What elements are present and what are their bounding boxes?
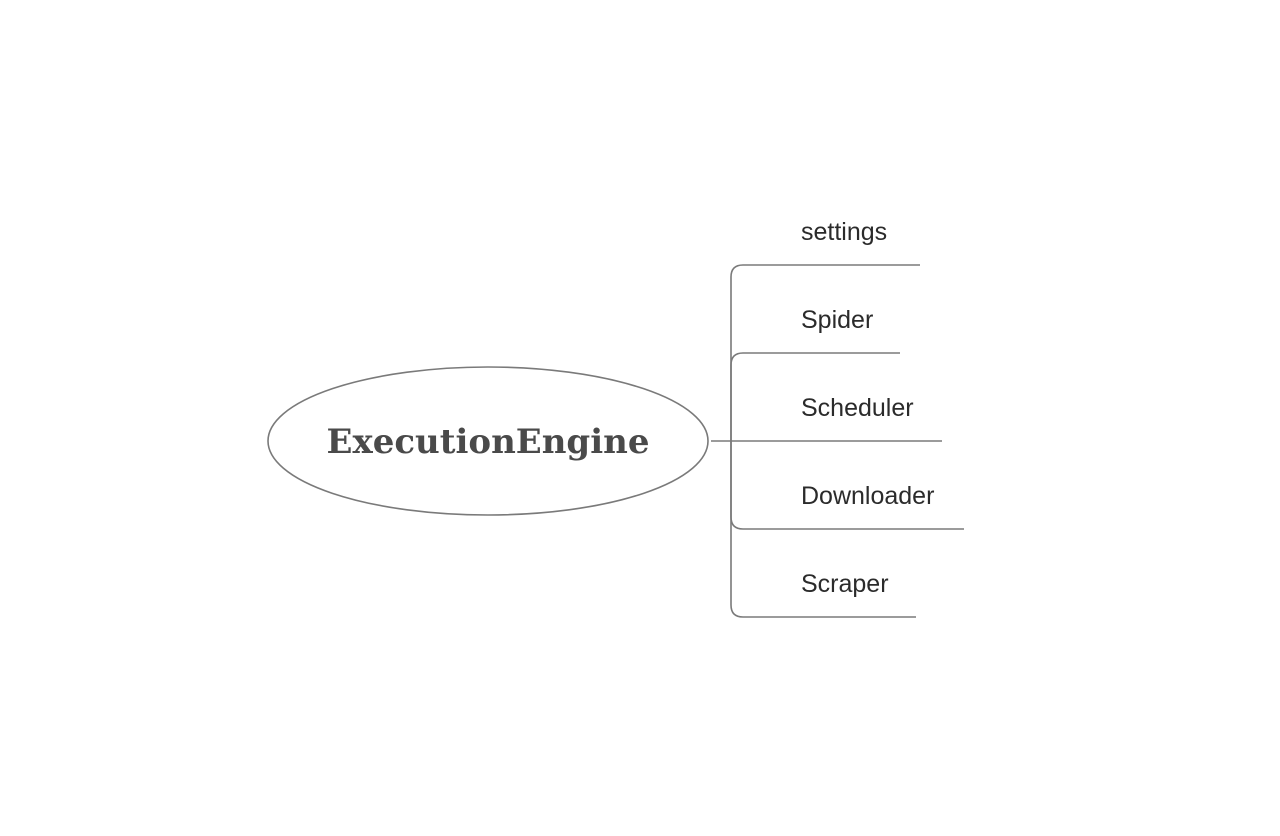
branch-label-scheduler[interactable]: Scheduler xyxy=(801,394,914,422)
root-node-ellipse[interactable] xyxy=(267,366,709,516)
branch-edge-spider xyxy=(730,352,900,441)
branch-label-settings[interactable]: settings xyxy=(801,218,887,246)
branch-label-spider[interactable]: Spider xyxy=(801,306,873,334)
branch-label-scraper[interactable]: Scraper xyxy=(801,570,889,598)
branch-edge-scraper xyxy=(730,441,916,618)
branch-label-downloader[interactable]: Downloader xyxy=(801,482,934,510)
branch-edge-settings xyxy=(730,264,920,441)
root-node-label: ExecutionEngine xyxy=(327,422,650,462)
